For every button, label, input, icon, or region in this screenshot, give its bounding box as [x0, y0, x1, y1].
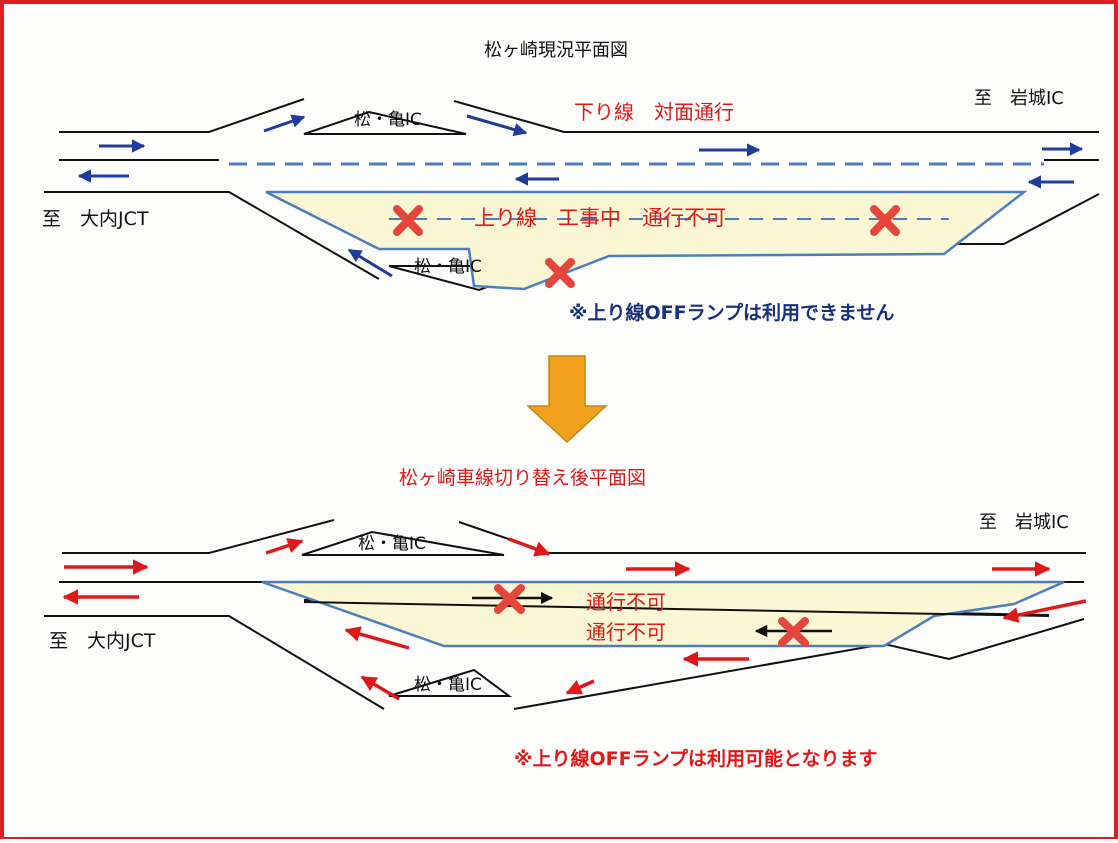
bottom-title: 松ヶ崎車線切り替え後平面図 — [399, 467, 647, 489]
top-destination-east: 至 岩城IC — [974, 88, 1064, 109]
top-outbound-label: 下り線 対面通行 — [574, 100, 734, 124]
top-eastbound-edge-right — [453, 100, 1099, 133]
bottom-ic-upper-label: 松・亀IC — [358, 534, 426, 554]
arrow-offramp — [347, 248, 393, 278]
top-traffic-arrows — [77, 114, 1084, 278]
top-construction-label: 上り線 工事中 通行不可 — [474, 206, 726, 230]
top-lower-edge-right — [1003, 193, 1100, 245]
x-mark-icon — [545, 258, 575, 288]
x-mark-icon — [494, 584, 525, 614]
top-closed-area — [265, 190, 1028, 291]
top-lower-edge-left — [44, 191, 380, 280]
bottom-upper-edge-left — [62, 519, 335, 554]
down-arrow-icon — [526, 355, 608, 444]
road-diagram — [44, 98, 1100, 710]
bottom-closed-label-2: 通行不可 — [586, 620, 666, 644]
arrow-onramp — [263, 114, 306, 133]
bottom-traffic-arrows — [62, 537, 1087, 701]
x-mark-icon — [778, 617, 809, 647]
bottom-closed-area — [261, 580, 1065, 648]
arrow-west-2 — [344, 626, 410, 650]
bottom-lower-edge-right — [513, 618, 1085, 710]
arrow-merge — [466, 114, 528, 137]
arrow-west-4 — [1002, 599, 1087, 623]
arrow-offramp-ic — [565, 679, 595, 695]
arrow-merge — [508, 537, 551, 557]
bottom-ic-lower-triangle — [388, 668, 513, 697]
bottom-destination-east: 至 岩城IC — [979, 512, 1069, 533]
top-ic-upper-triangle — [303, 110, 467, 135]
arrow-onramp — [265, 538, 304, 555]
top-title: 松ヶ崎現況平面図 — [484, 40, 628, 61]
arrow-offramp — [360, 675, 400, 701]
x-mark-icon — [870, 205, 900, 236]
top-destination-west: 至 大内JCT — [42, 208, 149, 230]
bottom-ic-lower-label: 松・亀IC — [414, 675, 482, 695]
top-ic-upper-label: 松・亀IC — [354, 110, 422, 130]
bottom-lower-edge-left — [44, 615, 385, 710]
bottom-closed-divider — [303, 601, 1050, 617]
bottom-destination-west: 至 大内JCT — [49, 630, 156, 652]
top-westbound-edge-left — [59, 98, 305, 133]
bottom-notice: ※上り線OFFランプは利用可能となります — [514, 748, 878, 770]
bottom-closed-label-1: 通行不可 — [586, 590, 666, 614]
top-ic-lower-label: 松・亀IC — [414, 257, 482, 277]
bottom-ic-upper-triangle — [301, 530, 505, 556]
x-mark-icon — [393, 205, 423, 236]
top-notice: ※上り線OFFランプは利用できません — [569, 302, 895, 324]
